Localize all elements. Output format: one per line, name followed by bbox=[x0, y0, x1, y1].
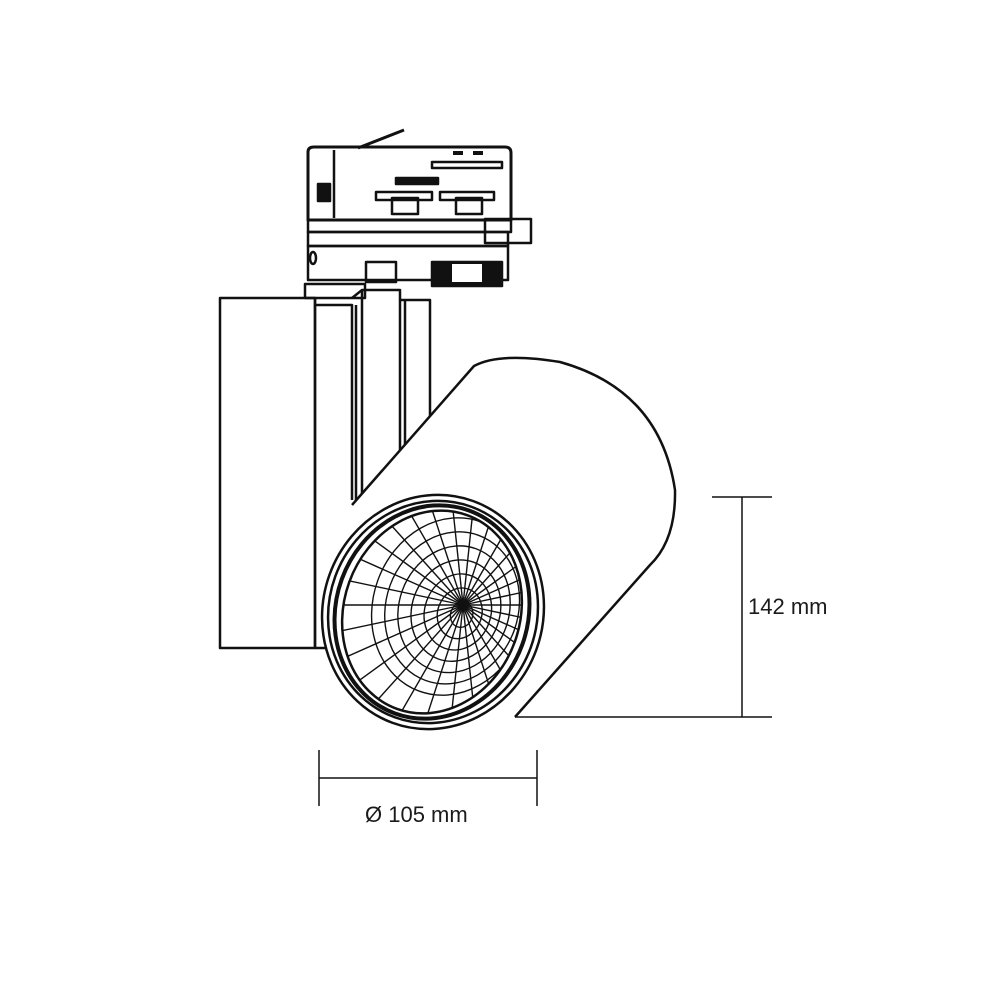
reflector-rib bbox=[349, 604, 464, 688]
reflector-rib bbox=[325, 604, 464, 635]
reflector-ring bbox=[384, 531, 521, 685]
track-adapter bbox=[303, 128, 533, 300]
mounting-bracket bbox=[218, 288, 432, 650]
reflector-rib bbox=[334, 604, 464, 663]
diameter-label: Ø 105 mm bbox=[365, 802, 468, 827]
diameter-dimension bbox=[318, 750, 538, 806]
reflector-rib bbox=[368, 604, 464, 710]
reflector-rib bbox=[392, 604, 464, 727]
reflector-ring bbox=[410, 559, 502, 662]
spotlight-cylinder bbox=[320, 356, 677, 739]
height-label: 142 mm bbox=[748, 594, 828, 619]
reflector-ring bbox=[397, 545, 511, 674]
height-dimension bbox=[515, 496, 772, 718]
